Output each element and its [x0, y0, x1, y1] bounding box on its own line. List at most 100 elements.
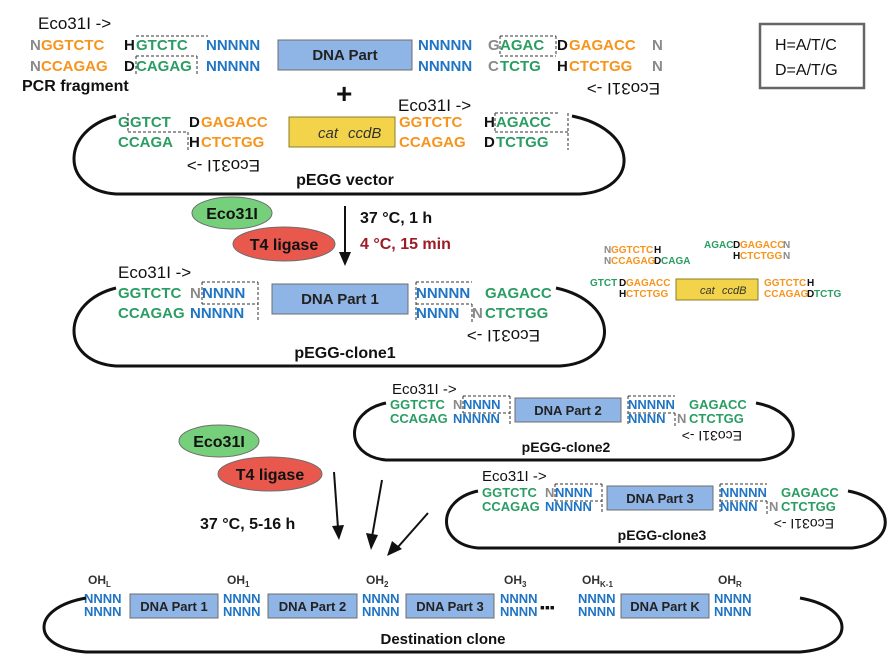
clone2-eco-rev-label: Eco31I -> [682, 428, 742, 444]
clone1-part-label: DNA Part 1 [301, 291, 379, 308]
svg-text:NGGTCTCH: NGGTCTCH [604, 245, 661, 256]
clone2-part-label: DNA Part 2 [534, 403, 601, 418]
cat-ccdb-box [288, 116, 396, 148]
t4-label-1: T4 ligase [250, 237, 319, 254]
clone3-part-box [606, 485, 714, 511]
clone1-backbone [72, 286, 606, 368]
legend-d: D=A/T/G [775, 62, 838, 79]
svg-text:HCTCTGGN: HCTCTGGN [733, 251, 790, 262]
vector-label: pEGG vector [296, 172, 394, 189]
vector-strands: G GTCT D GAGACC GGTCTC H AGACC CCAGA H C… [118, 114, 551, 151]
pcr-right-overhang-mark [499, 35, 557, 57]
pcr-eco-rev-label: Eco31I -> [587, 79, 660, 98]
legend-box [758, 22, 866, 90]
clone1-left-overhang-mark [201, 281, 259, 322]
dest-part-label: DNA Part 1 [140, 599, 207, 614]
dest-nnnn-top: NNNN [578, 591, 616, 606]
step2-arrow-1-head [332, 525, 344, 540]
dest-part-label: DNA Part 3 [416, 599, 483, 614]
dest-ellipsis: ▪▪▪ [540, 599, 555, 615]
svg-text:CCAGA H CTCTGG: CCAGA H CTCTGG CCAGAG D TCTGG [118, 134, 549, 151]
dest-nnnn-bottom: NNNN [362, 604, 400, 619]
byproduct-cat-label: cat [700, 285, 716, 297]
step2-cond: 37 °C, 5-16 h [200, 516, 295, 533]
dest-part-box [267, 593, 358, 619]
dest-nnnn-top: NNNN [714, 591, 752, 606]
svg-text:G GTCT D GAG: G GTCT D GAGACC GGTCTC H AGACC [118, 114, 551, 131]
clone2-right-overhang-mark [627, 395, 676, 426]
destination-backbone [42, 596, 844, 654]
vector-eco-rev-label: Eco31I -> [187, 156, 260, 175]
byproduct-cat-box [675, 278, 759, 301]
byproduct-b: AGACDGAGACCN HCTCTGGN [704, 240, 790, 262]
dest-nnnn-top: NNNN [500, 591, 538, 606]
clone3-part-label: DNA Part 3 [626, 491, 693, 506]
clone3-eco-rev-label: Eco31I -> [774, 516, 834, 532]
dest-nnnn-bottom: NNNN [223, 604, 261, 619]
ccdb-label: ccdB [348, 125, 381, 142]
clone3-eco-label: Eco31I -> [482, 468, 547, 485]
t4-oval-2 [217, 456, 323, 492]
step2-arrow-2 [371, 479, 383, 538]
overhang-label: OHL [88, 573, 111, 589]
pcr-fragment-label: PCR fragment [22, 78, 129, 95]
dest-nnnn-top: NNNN [84, 591, 122, 606]
byproduct-a: NGGTCTCH NCCAGAGDCAGA [604, 245, 690, 267]
step1-cond2: 4 °C, 15 min [360, 236, 451, 253]
plus-sign: + [336, 78, 352, 109]
overhang-label: OHR [718, 573, 742, 589]
clone2-backbone [353, 401, 795, 462]
svg-text:AGACDGAGACCN: AGACDGAGACCN [704, 240, 790, 251]
step2-arrow-2-head [366, 533, 378, 550]
svg-text:N GGTCTC H G: N GGTCTC H GTCTC NNNNN NNNNN G AGAC D GA… [30, 37, 663, 54]
pcr-left-overhang-mark [135, 35, 208, 74]
clone2-label: pEGG-clone2 [522, 439, 611, 455]
clone1-eco-label: Eco31I -> [118, 263, 191, 282]
dest-part-box [129, 593, 219, 619]
dest-part-label: DNA Part K [630, 599, 700, 614]
overhang-label: OHK-1 [582, 573, 613, 589]
clone3-label: pEGG-clone3 [618, 527, 707, 543]
step1-arrow-head [339, 252, 351, 266]
vector-right-overhang-mark [494, 112, 569, 150]
overhang-label: OH1 [227, 573, 250, 589]
step2-arrow-1 [333, 471, 339, 529]
svg-text:N CCAGAG D C: N CCAGAG D CAGAG NNNNN NNNNN C TCTG H CT… [30, 58, 663, 75]
clone1-right-overhang-mark [415, 281, 473, 322]
dest-part-box [620, 593, 710, 619]
vector-left-overhang-mark [127, 113, 189, 150]
dest-part-label: DNA Part 2 [279, 599, 346, 614]
pcr-dna-part-label: DNA Part [312, 47, 377, 64]
t4-label-2: T4 ligase [236, 467, 305, 484]
clone3-right-overhang-mark [719, 483, 768, 514]
dest-nnnn-bottom: NNNN [578, 604, 616, 619]
dest-nnnn-bottom: NNNN [500, 604, 538, 619]
step2-arrow-3 [397, 512, 429, 548]
eco31i-label-2: Eco31I [193, 434, 245, 451]
dest-nnnn-bottom: NNNN [714, 604, 752, 619]
clone3-backbone [445, 489, 887, 550]
byproduct-ccdb-label: ccdB [722, 285, 746, 297]
overhang-label: OH2 [366, 573, 389, 589]
svg-text:NCCAGAGDCAGA: NCCAGAGDCAGA [604, 256, 690, 267]
pcr-top-strand: N GGTCTC H GTCTC NNNNN NNNNN G AGAC D GA… [30, 37, 663, 75]
dest-nnnn-top: NNNN [223, 591, 261, 606]
dest-part-box [405, 593, 495, 619]
t4-oval-1 [232, 226, 336, 262]
destination-clone: NNNNNNNNOHLNNNNNNNNOH1NNNNNNNNOH2NNNNNNN… [84, 573, 752, 619]
